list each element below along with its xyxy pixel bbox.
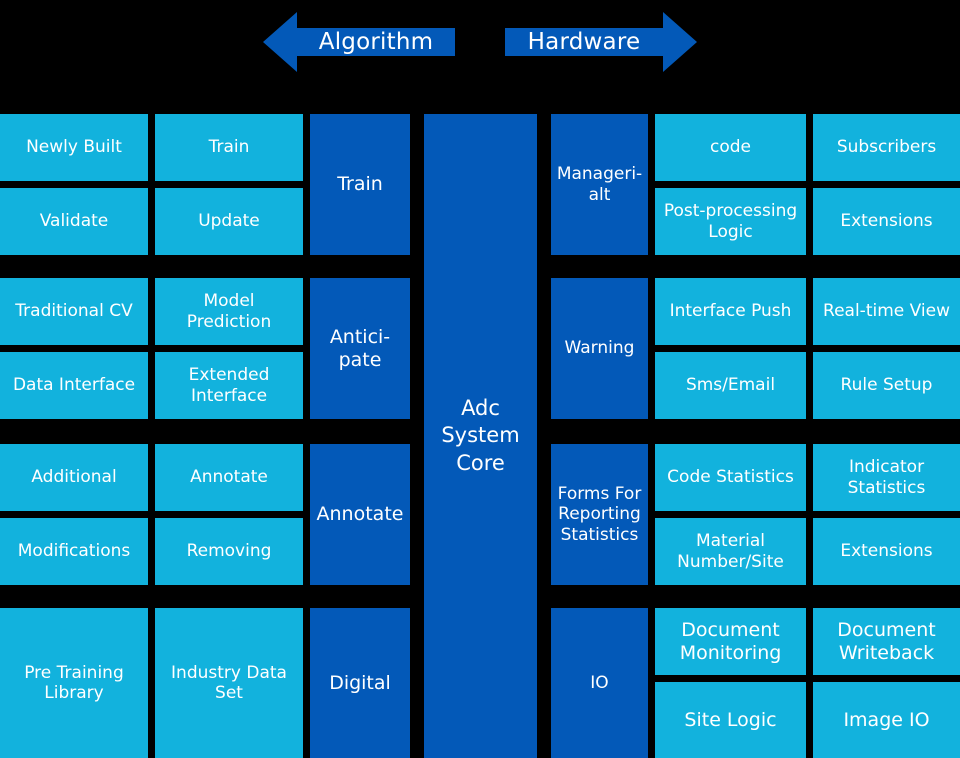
cell-left-r1-c2-bottom[interactable]: Extended Interface — [155, 352, 303, 419]
grid-row: Pre Training Library Industry Data Set D… — [0, 608, 960, 758]
cell-left-r1-c1-bottom[interactable]: Data Interface — [0, 352, 148, 419]
cell-right-r0-c3-bottom[interactable]: Extensions — [813, 188, 960, 255]
grid-row: Traditional CV Data Interface Model Pred… — [0, 278, 960, 419]
cell-left-r2-c2-bottom[interactable]: Removing — [155, 518, 303, 585]
hardware-arrow[interactable]: Hardware — [505, 12, 697, 72]
adc-system-core[interactable]: Adc System Core — [424, 114, 537, 758]
cell-left-r0-c1-bottom[interactable]: Validate — [0, 188, 148, 255]
cell-left-r2-c2-top[interactable]: Annotate — [155, 444, 303, 511]
cell-right-r3-c3-top[interactable]: Document Writeback — [813, 608, 960, 675]
arrow-left-icon — [263, 12, 455, 72]
cell-left-r1-c3[interactable]: Antici-pate — [310, 278, 410, 419]
cell-left-r1-c2-top[interactable]: Model Prediction — [155, 278, 303, 345]
cell-right-r0-c1[interactable]: Manageri-alt — [551, 114, 648, 255]
cell-left-r1-c1-top[interactable]: Traditional CV — [0, 278, 148, 345]
cell-right-r0-c2-bottom[interactable]: Post-processing Logic — [655, 188, 806, 255]
cell-left-r0-c2-top[interactable]: Train — [155, 114, 303, 181]
cell-left-r2-c1-bottom[interactable]: Modifications — [0, 518, 148, 585]
cell-left-r0-c3[interactable]: Train — [310, 114, 410, 255]
cell-right-r3-c3-bottom[interactable]: Image IO — [813, 682, 960, 758]
cell-right-r2-c3-bottom[interactable]: Extensions — [813, 518, 960, 585]
grid-row: Additional Modifications Annotate Removi… — [0, 444, 960, 585]
algorithm-arrow[interactable]: Algorithm — [263, 12, 455, 72]
cell-right-r1-c1[interactable]: Warning — [551, 278, 648, 419]
cell-left-r3-c2[interactable]: Industry Data Set — [155, 608, 303, 758]
cell-left-r0-c1-top[interactable]: Newly Built — [0, 114, 148, 181]
cell-right-r1-c3-bottom[interactable]: Rule Setup — [813, 352, 960, 419]
arrow-right-icon — [505, 12, 697, 72]
cell-left-r3-c3[interactable]: Digital — [310, 608, 410, 758]
cell-right-r2-c3-top[interactable]: Indicator Statistics — [813, 444, 960, 511]
hardware-arrow-label: Hardware — [527, 29, 641, 55]
cell-left-r0-c2-bottom[interactable]: Update — [155, 188, 303, 255]
algorithm-arrow-label: Algorithm — [318, 29, 434, 55]
module-grid: Newly Built Validate Train Update Train … — [0, 114, 960, 758]
cell-right-r0-c2-top[interactable]: code — [655, 114, 806, 181]
cell-right-r1-c3-top[interactable]: Real-time View — [813, 278, 960, 345]
header-arrow-band: Algorithm Hardware — [0, 0, 960, 110]
cell-right-r0-c3-top[interactable]: Subscribers — [813, 114, 960, 181]
grid-row: Newly Built Validate Train Update Train … — [0, 114, 960, 255]
cell-right-r2-c1[interactable]: Forms For Reporting Statistics — [551, 444, 648, 585]
cell-right-r3-c1[interactable]: IO — [551, 608, 648, 758]
cell-right-r3-c2-top[interactable]: Document Monitoring — [655, 608, 806, 675]
cell-left-r3-c1[interactable]: Pre Training Library — [0, 608, 148, 758]
cell-left-r2-c1-top[interactable]: Additional — [0, 444, 148, 511]
cell-right-r3-c2-bottom[interactable]: Site Logic — [655, 682, 806, 758]
cell-right-r1-c2-bottom[interactable]: Sms/Email — [655, 352, 806, 419]
cell-right-r1-c2-top[interactable]: Interface Push — [655, 278, 806, 345]
cell-right-r2-c2-bottom[interactable]: Material Number/Site — [655, 518, 806, 585]
cell-right-r2-c2-top[interactable]: Code Statistics — [655, 444, 806, 511]
cell-left-r2-c3[interactable]: Annotate — [310, 444, 410, 585]
